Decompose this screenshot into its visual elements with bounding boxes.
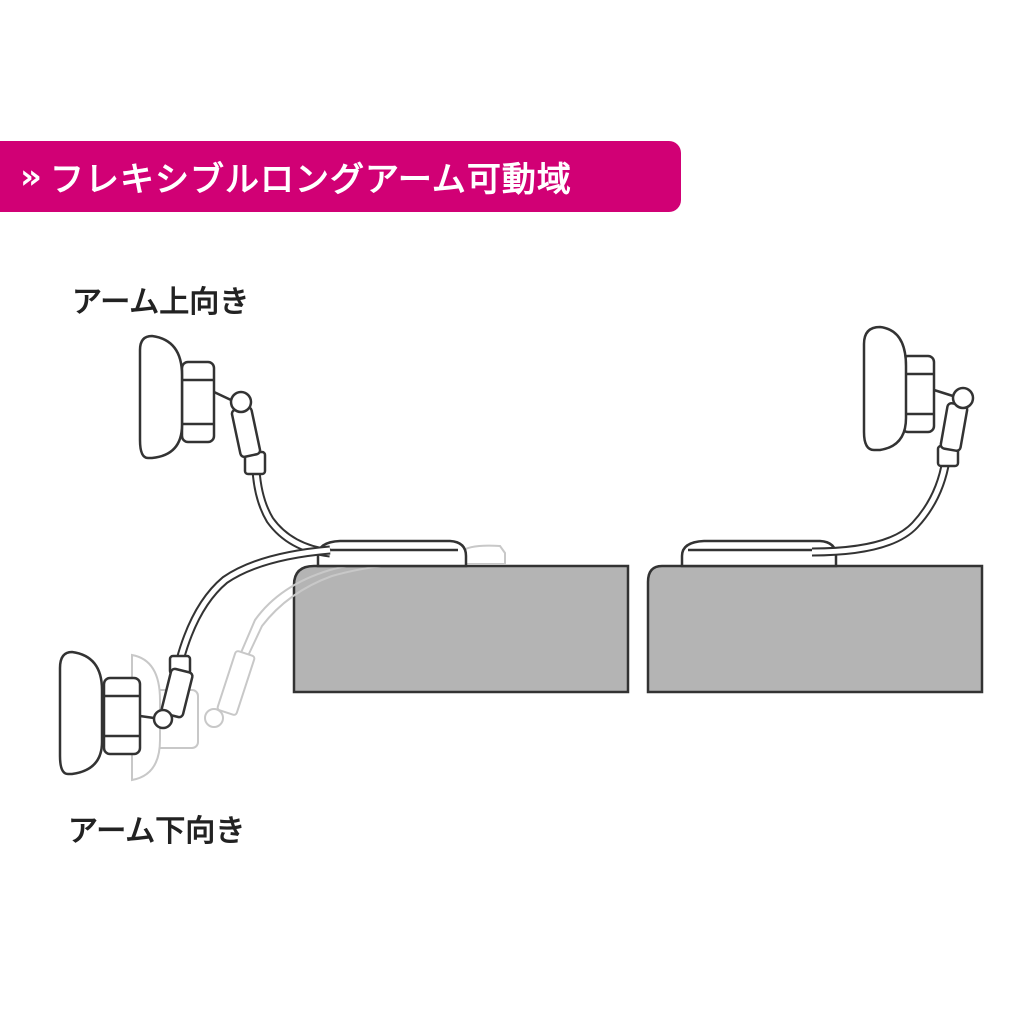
right-desk [646, 564, 984, 694]
left-mount-base [316, 539, 468, 568]
arm-up-assembly [138, 334, 331, 558]
arm-up-label: アーム上向き [72, 285, 250, 320]
right-mount-base [680, 539, 838, 568]
arm-down-label: アーム下向き [68, 814, 246, 849]
right-arm-assembly [811, 325, 975, 557]
banner-title: フレキシブルロングアーム可動域 [49, 160, 572, 200]
title-banner: » フレキシブルロングアーム可動域 [0, 141, 681, 212]
arm-down-assembly [58, 545, 331, 776]
left-desk [292, 564, 630, 694]
